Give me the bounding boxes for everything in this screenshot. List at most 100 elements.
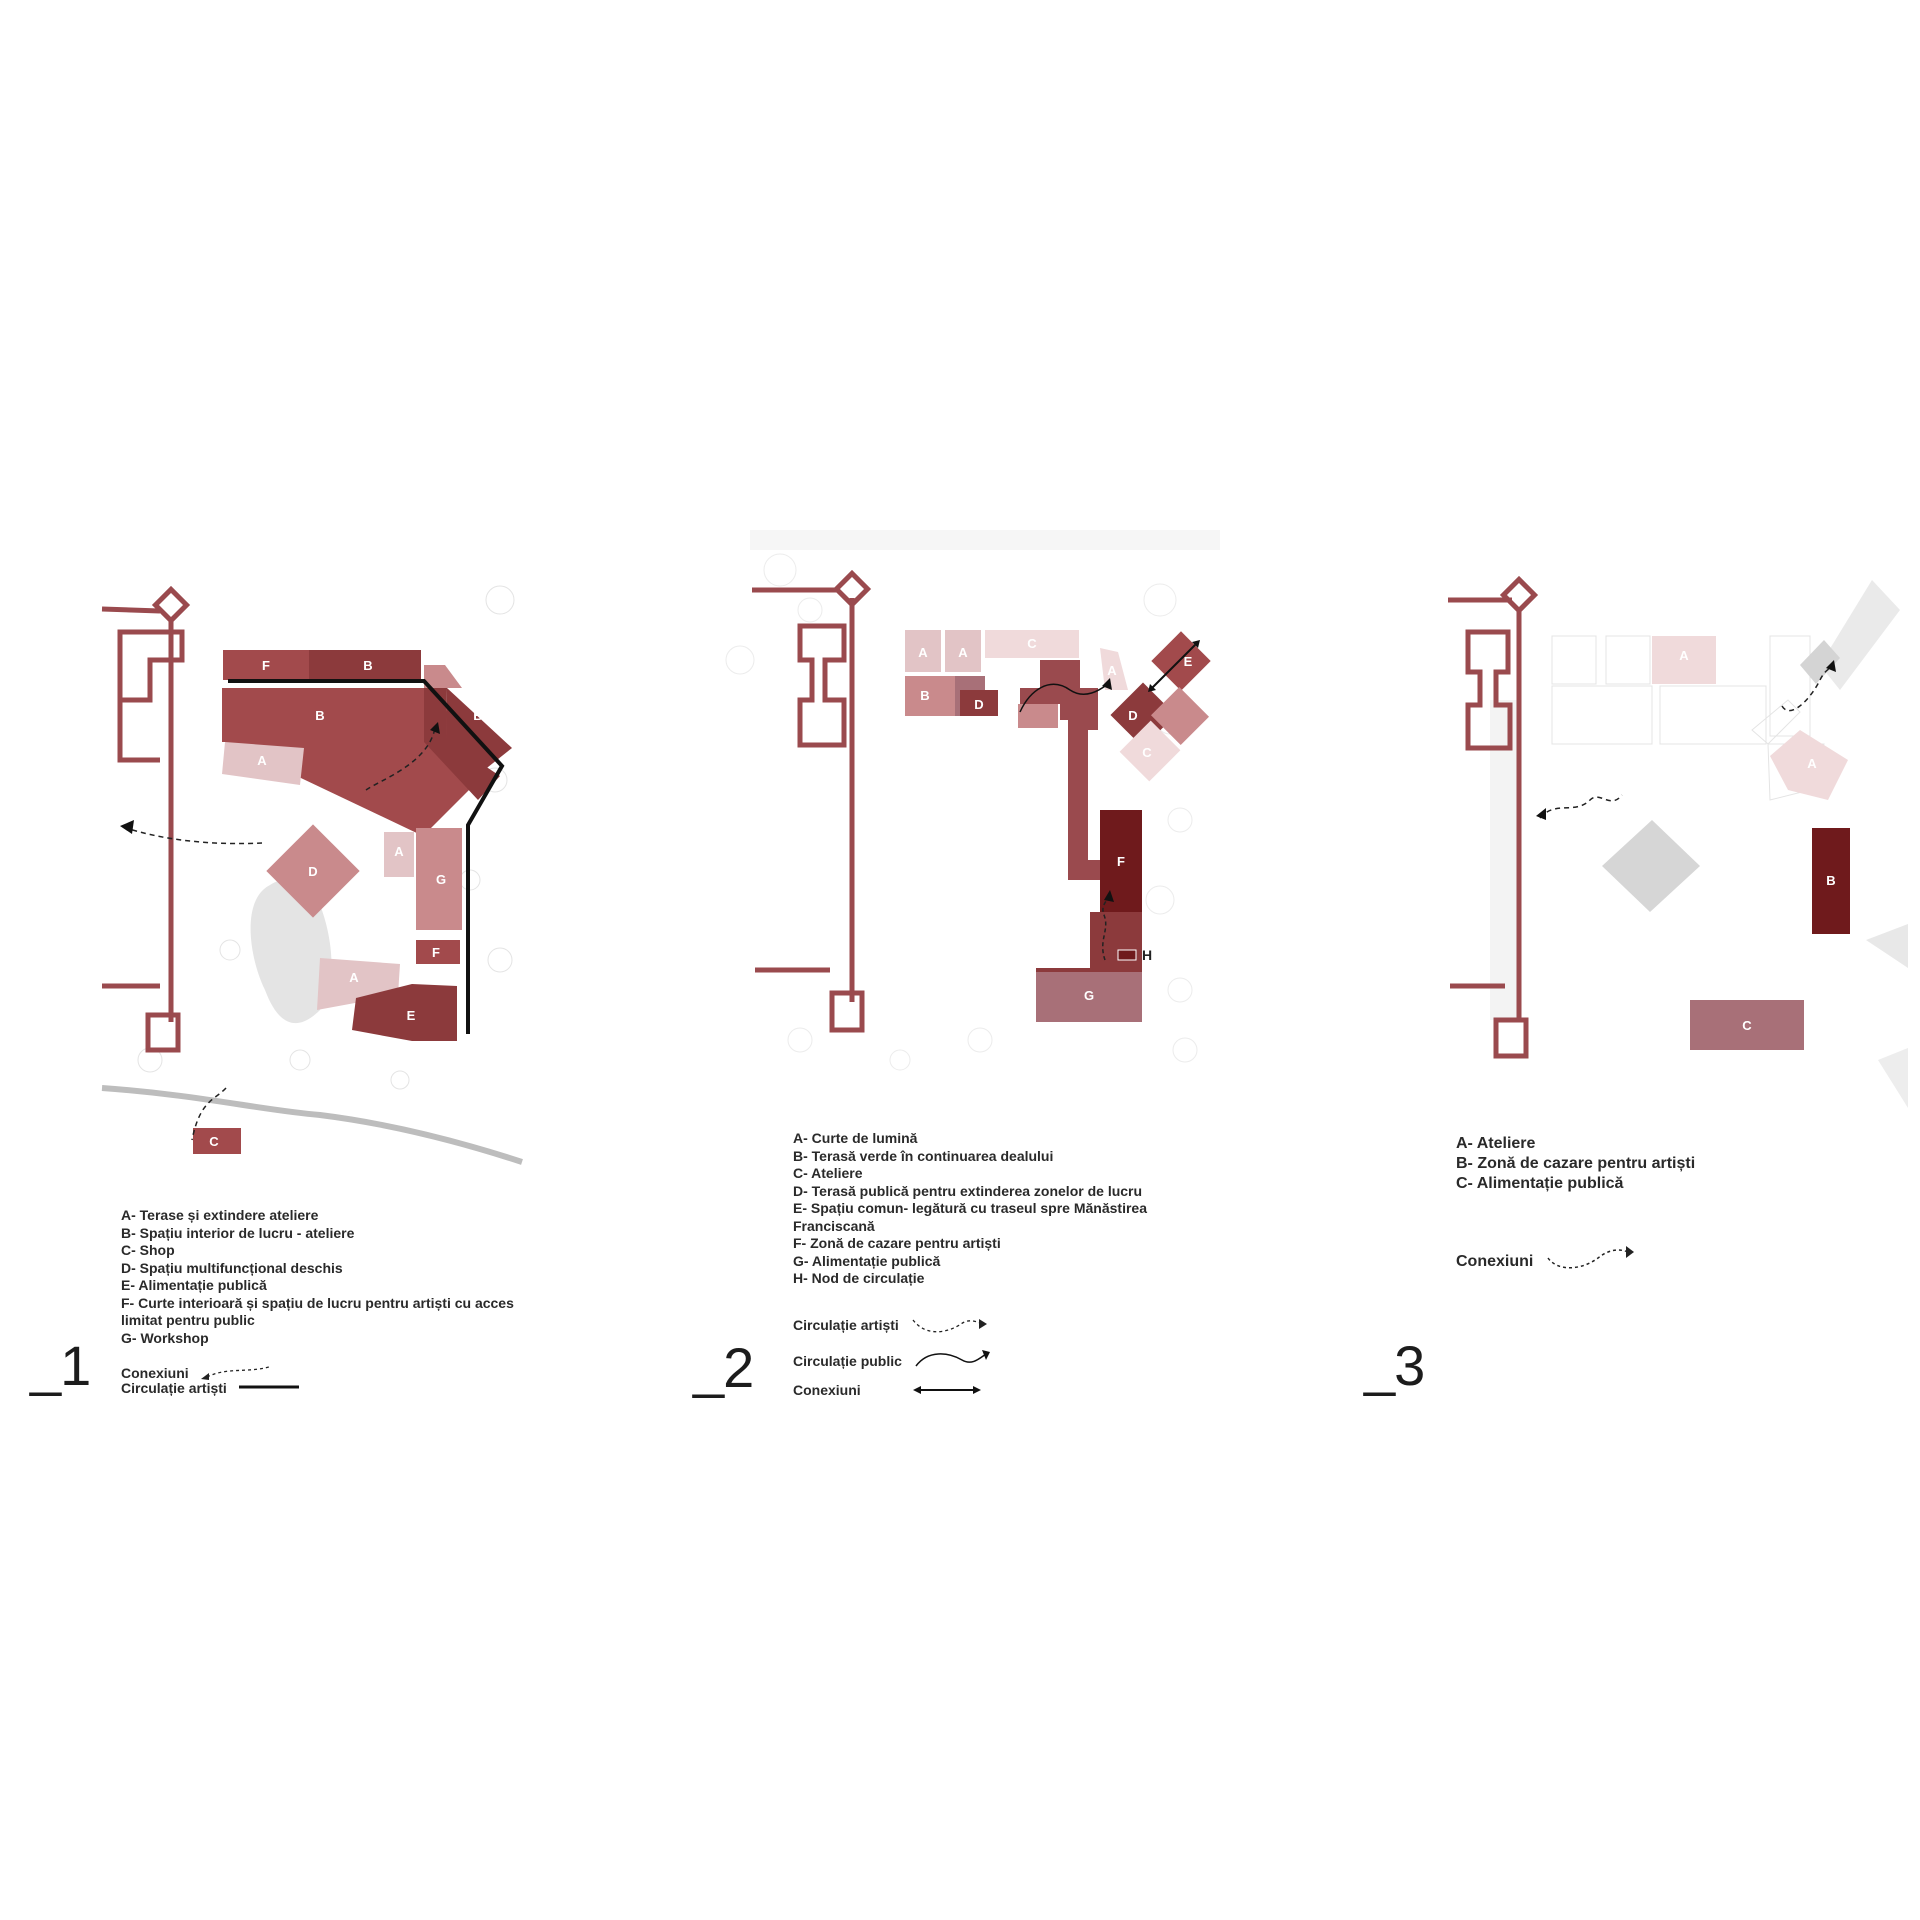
legend-item: A- Terase și extindere ateliere bbox=[121, 1207, 319, 1223]
block-H bbox=[1117, 949, 1137, 961]
label-C: C bbox=[209, 1134, 219, 1149]
label-B-main: B bbox=[315, 708, 324, 723]
block-F-small bbox=[416, 940, 460, 964]
public-circulation-path bbox=[1019, 683, 1109, 713]
site-plan-3: A A B C bbox=[1448, 575, 1908, 1108]
label-B: B bbox=[920, 688, 929, 703]
label-A-3: A bbox=[1107, 663, 1117, 678]
block-A-2 bbox=[945, 630, 981, 672]
label-D-2: D bbox=[1128, 708, 1137, 723]
block-F bbox=[223, 650, 309, 680]
block-A-2 bbox=[1770, 730, 1848, 800]
legend-panel-1: A- Terase și extindere ateliere B- Spați… bbox=[121, 1207, 551, 1347]
block-A-2 bbox=[384, 832, 414, 877]
ghost-D bbox=[1602, 820, 1700, 912]
artist-circulation-path bbox=[1101, 894, 1111, 961]
legend-item: B- Terasă verde în continuarea dealului bbox=[793, 1147, 1054, 1164]
legend-item: G- Workshop bbox=[121, 1329, 209, 1346]
double-arrow-icon bbox=[912, 1386, 981, 1394]
legend-panel-3: A- Ateliere B- Zonă de cazare pentru art… bbox=[1456, 1134, 1786, 1194]
legend-item: F- Curte interioară și spațiu de lucru p… bbox=[121, 1294, 514, 1329]
block-D-3 bbox=[1151, 687, 1209, 745]
label-B: B bbox=[1826, 873, 1835, 888]
ghost-edge-1 bbox=[1866, 924, 1908, 968]
key-label: Conexiuni bbox=[793, 1382, 861, 1398]
historic-wall bbox=[101, 585, 191, 1053]
legend-item: A- Curte de lumină bbox=[793, 1130, 918, 1146]
label-E: E bbox=[407, 1008, 416, 1023]
legend-item: G- Alimentație publică bbox=[793, 1252, 941, 1269]
solid-curve-icon bbox=[915, 1350, 990, 1367]
ghost-node bbox=[1800, 640, 1840, 684]
arrow-head bbox=[1192, 640, 1200, 648]
key-label: Circulație public bbox=[793, 1353, 902, 1369]
label-A-1: A bbox=[257, 753, 267, 768]
legend-panel-2: A- Curte de lumină B- Terasă verde în co… bbox=[793, 1130, 1183, 1288]
legend-item: F- Zonă de cazare pentru artiști bbox=[793, 1235, 1001, 1251]
block-C-2 bbox=[1119, 720, 1181, 782]
arrow-head bbox=[430, 722, 440, 734]
legend-item: D- Spațiu multifuncțional deschis bbox=[121, 1259, 343, 1276]
panel-2: A A C B D A E D C F H G bbox=[600, 0, 1300, 1920]
block-C bbox=[1690, 1000, 1804, 1050]
block-C bbox=[193, 1128, 241, 1154]
legend-item: A- Ateliere bbox=[1456, 1135, 1536, 1152]
legend-item: C- Ateliere bbox=[793, 1165, 863, 1181]
label-G: G bbox=[1084, 988, 1094, 1003]
label-B-right: B bbox=[473, 708, 482, 723]
block-B-3 bbox=[1018, 704, 1058, 728]
key-label: Circulație artiști bbox=[793, 1317, 899, 1333]
landscape-trees bbox=[137, 585, 515, 1090]
legend-item: E- Spațiu comun- legătură cu traseul spr… bbox=[793, 1200, 1147, 1234]
label-F: F bbox=[262, 658, 270, 673]
connections-dashed bbox=[1539, 664, 1833, 819]
block-B-corner bbox=[424, 665, 462, 688]
block-B-main-rect bbox=[222, 688, 424, 742]
block-B-diagonal bbox=[424, 688, 500, 800]
block-B bbox=[905, 676, 955, 716]
block-A-1 bbox=[222, 742, 304, 785]
label-A-2: A bbox=[394, 844, 404, 859]
label-D: D bbox=[308, 864, 317, 879]
road bbox=[101, 1085, 523, 1165]
label-C: C bbox=[1742, 1018, 1752, 1033]
block-F-base bbox=[1090, 912, 1142, 972]
block-B-top bbox=[309, 650, 421, 680]
site-plan-1: F B B B A D A G F A E C bbox=[101, 585, 523, 1165]
panel-3: A A B C A- Ateliere B- Zonă de cazare pe… bbox=[1300, 0, 1920, 1920]
block-A-1 bbox=[905, 630, 941, 672]
connection-arrow bbox=[1151, 643, 1197, 689]
arrow-head bbox=[1102, 678, 1112, 690]
legend-item: C- Shop bbox=[121, 1242, 175, 1258]
label-G: G bbox=[436, 872, 446, 887]
terrain-shade bbox=[750, 530, 1220, 550]
arrow-head bbox=[1148, 684, 1156, 692]
connections-dashed bbox=[125, 727, 436, 1141]
label-C-2: C bbox=[1142, 745, 1152, 760]
block-G bbox=[416, 828, 462, 930]
panel-number-3: _3 bbox=[1364, 1334, 1425, 1397]
panel-number-1: _1 bbox=[30, 1334, 91, 1397]
artist-circulation-path bbox=[228, 679, 505, 1034]
dashed-curve-icon bbox=[1547, 1246, 1634, 1269]
block-D-1 bbox=[960, 690, 998, 716]
historic-wall bbox=[752, 569, 872, 1033]
terrain-shade bbox=[1490, 700, 1520, 1020]
legend-item: C- Alimentație publică bbox=[1456, 1175, 1624, 1192]
block-A-1 bbox=[1652, 636, 1716, 684]
circulation-corridor bbox=[1040, 660, 1118, 880]
key-label: Conexiuni bbox=[121, 1365, 189, 1381]
label-A-2: A bbox=[1807, 756, 1817, 771]
solid-line-icon bbox=[238, 1385, 299, 1389]
key-connections-1: Conexiuni bbox=[121, 1362, 273, 1381]
legend-item: D- Terasă publică pentru extinderea zone… bbox=[793, 1182, 1143, 1199]
site-plan-2: A A C B D A E D C F H G bbox=[725, 530, 1220, 1071]
block-A-3 bbox=[1100, 648, 1128, 690]
landscape-trees bbox=[725, 553, 1198, 1071]
dashed-arrow-icon bbox=[200, 1366, 269, 1380]
label-E: E bbox=[1184, 654, 1193, 669]
label-H: H bbox=[1142, 947, 1152, 963]
block-D bbox=[266, 824, 360, 918]
legend-item: H- Nod de circulație bbox=[793, 1270, 925, 1286]
arrow-head bbox=[1826, 660, 1836, 672]
